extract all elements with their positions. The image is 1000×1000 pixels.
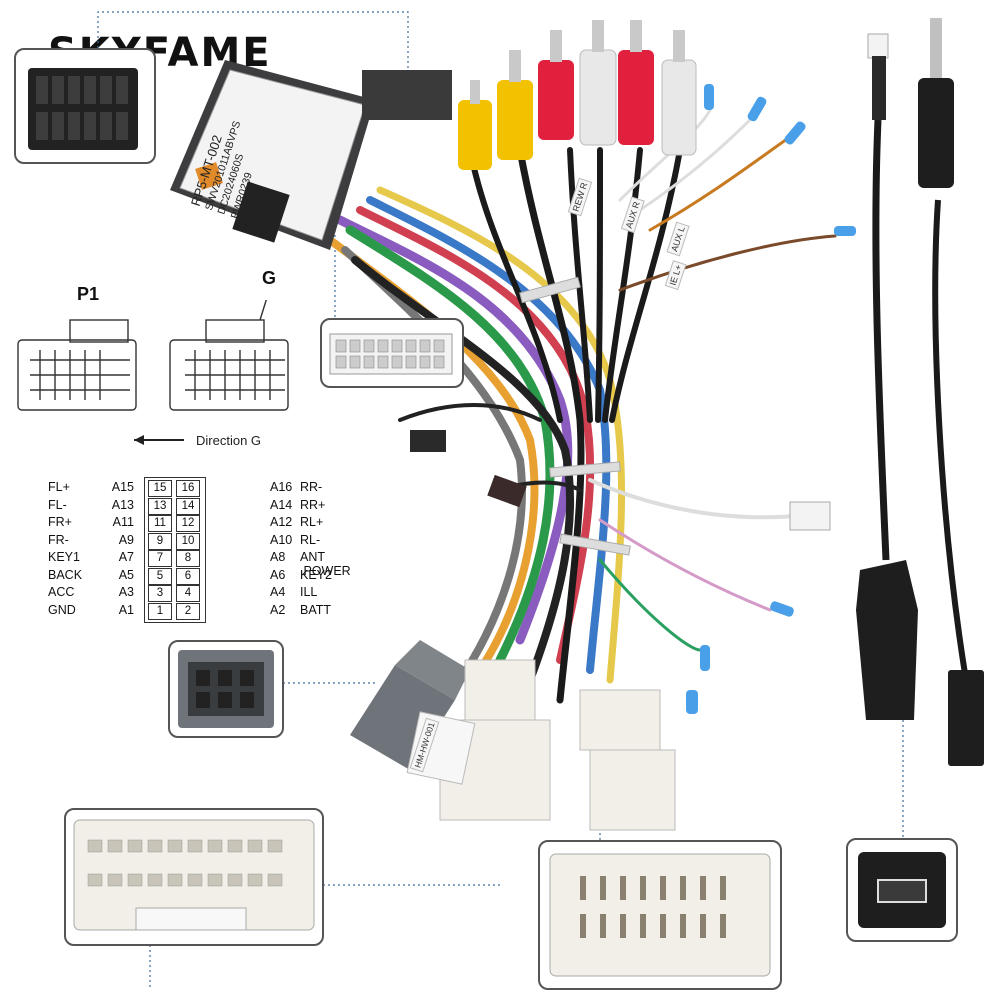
pin-signal-right: RL- xyxy=(300,532,321,547)
detail-box-grey-connector xyxy=(168,640,284,738)
pin-signal-right: KEY2 xyxy=(300,567,332,582)
pin-number-right: 8 xyxy=(176,550,200,567)
detail-box-main-connector xyxy=(14,48,156,164)
pin-number-right: 4 xyxy=(176,585,200,602)
detail-box-large-white-connector xyxy=(64,808,324,946)
pin-number-left: 1 xyxy=(148,602,172,620)
adapter-box xyxy=(170,60,375,250)
pin-code-right: A12 xyxy=(270,515,293,529)
pin-code-right: A6 xyxy=(270,567,286,582)
pin-number-right: 10 xyxy=(176,532,200,550)
antenna-cables xyxy=(872,119,969,681)
pin-signal-left: FL+ xyxy=(48,480,70,494)
pin-number-right: 6 xyxy=(176,567,200,585)
pin-signal-right: BATT xyxy=(300,602,332,617)
pin-signal-right: ANT .POWER xyxy=(300,550,351,578)
pin-code-left: A7 xyxy=(118,550,134,564)
pin-code-left: A9 xyxy=(118,532,134,547)
pin-signal-left: FR- xyxy=(48,532,69,547)
cable-ties xyxy=(519,276,631,556)
pin-signal-right: RR+ xyxy=(300,497,326,512)
label-g: G xyxy=(262,268,277,288)
pin-code-right: A8 xyxy=(270,550,286,564)
pin-code-left: A3 xyxy=(118,585,134,599)
pin-code-left: A11 xyxy=(112,515,134,529)
antenna-plugs xyxy=(856,18,984,766)
wire-tips xyxy=(686,84,856,714)
p1-g-connector-drawings xyxy=(17,300,289,411)
pin-signal-left: KEY1 xyxy=(48,550,80,564)
detail-box-right-white-connector xyxy=(538,840,782,990)
pin-code-left: A15 xyxy=(111,480,134,494)
pin-signal-right: RL+ xyxy=(300,515,324,529)
direction-label: Direction G xyxy=(196,433,262,448)
pin-code-left: A13 xyxy=(111,497,134,512)
pin-code-left: A5 xyxy=(118,567,134,582)
rca-plugs xyxy=(458,20,697,170)
harness-connectors xyxy=(350,640,676,831)
pin-signal-left: FR+ xyxy=(48,515,72,529)
pin-signal-left: ACC xyxy=(48,585,75,599)
pinout-connector-frame xyxy=(144,477,206,623)
pin-code-left: A1 xyxy=(118,602,134,617)
detail-box-white-connector xyxy=(320,318,464,388)
pin-number-left: 5 xyxy=(148,567,172,585)
wire-bundle xyxy=(326,108,837,704)
pin-code-right: A4 xyxy=(270,585,286,599)
pin-signal-left: FL- xyxy=(48,497,67,512)
pin-code-right: A16 xyxy=(270,480,293,494)
pin-number-left: 15 xyxy=(148,480,172,497)
label-p1: P1 xyxy=(77,284,100,304)
pin-number-right: 16 xyxy=(176,480,200,497)
pin-number-left: 11 xyxy=(148,515,172,532)
pin-number-right: 12 xyxy=(176,515,200,532)
pin-signal-left: BACK xyxy=(48,567,83,582)
pin-signal-right: ILL xyxy=(300,585,318,599)
pin-number-left: 13 xyxy=(148,497,172,515)
pin-code-right: A10 xyxy=(270,532,293,547)
pin-number-left: 3 xyxy=(148,585,172,602)
detail-box-usb-connector xyxy=(846,838,958,942)
small-connectors xyxy=(362,33,889,531)
pin-code-right: A2 xyxy=(270,602,286,617)
direction-arrow-icon xyxy=(134,435,184,445)
pin-code-right: A14 xyxy=(270,497,293,512)
pin-number-left: 9 xyxy=(148,532,172,550)
pin-number-right: 14 xyxy=(176,497,200,515)
pin-signal-right: RR- xyxy=(300,480,323,494)
pin-signal-left: GND xyxy=(48,602,76,617)
pin-number-left: 7 xyxy=(148,550,172,567)
pin-number-right: 2 xyxy=(176,602,200,620)
